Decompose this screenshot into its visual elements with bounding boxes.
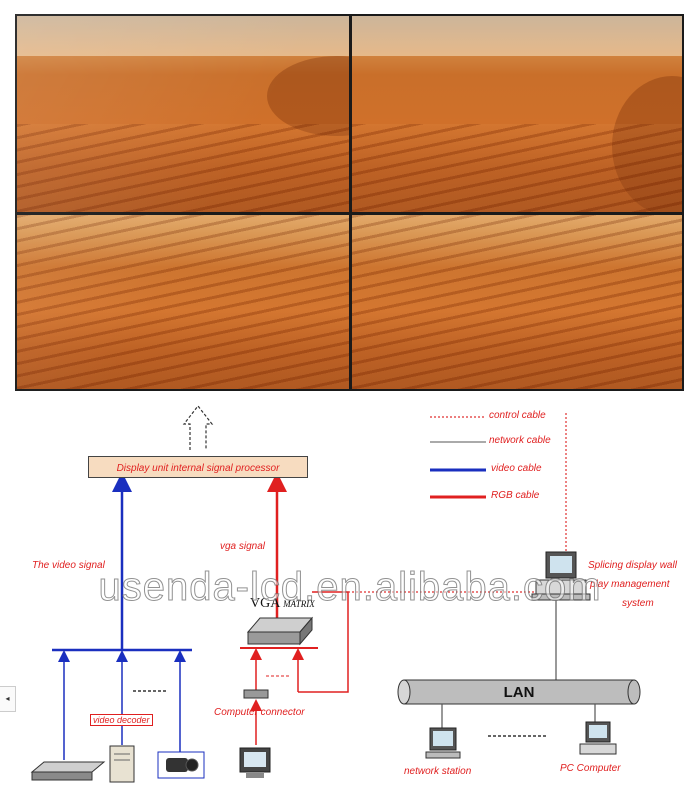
network-station-label: network station: [404, 766, 472, 777]
pc-tower-icon: [109, 745, 135, 783]
pc-computer-icon: [579, 721, 617, 755]
legend-network-cable: network cable: [489, 435, 551, 446]
legend-rgb-cable: RGB cable: [491, 490, 540, 501]
wall-tile-bottom-left: [17, 215, 349, 389]
legend-video-cable: video cable: [491, 463, 542, 474]
management-label-line2: play management: [590, 579, 670, 590]
vga-matrix-label: VGA MATRIX: [250, 596, 315, 611]
lan-bus: LAN: [397, 679, 641, 705]
video-decoder-label: video decoder: [90, 714, 153, 726]
camera-icon: [157, 751, 205, 779]
output-arrow-icon: [182, 405, 214, 450]
legend: [430, 416, 486, 499]
legend-control-cable: control cable: [489, 410, 546, 421]
management-computer-icon: [531, 551, 591, 601]
pc-computer-label: PC Computer: [560, 763, 621, 774]
network-station-icon: [425, 727, 461, 759]
video-signal-label: The video signal: [32, 560, 105, 571]
watermark: usenda-lcd.en.alibaba.com: [98, 565, 602, 610]
management-label-line1: Splicing display wall: [588, 560, 677, 571]
computer-connector-label: Computer connector: [214, 707, 305, 718]
lan-label: LAN: [504, 684, 535, 701]
computer-connector-icon: [243, 689, 269, 699]
signal-processor-box: Display unit internal signal processor: [88, 456, 308, 478]
management-label-line3: system: [622, 598, 654, 609]
computer-monitor-icon: [239, 747, 271, 778]
dvd-player-icon: [30, 761, 106, 781]
wall-tile-bottom-right: [352, 215, 682, 389]
vga-signal-label: vga signal: [220, 541, 266, 552]
side-collapse-tab[interactable]: ◂: [0, 686, 16, 712]
signal-processor-label: Display unit internal signal processor: [116, 463, 280, 474]
vga-matrix-icon: [246, 616, 314, 646]
wall-tile-top-left: [17, 16, 349, 212]
wall-tile-top-right: [352, 16, 682, 212]
